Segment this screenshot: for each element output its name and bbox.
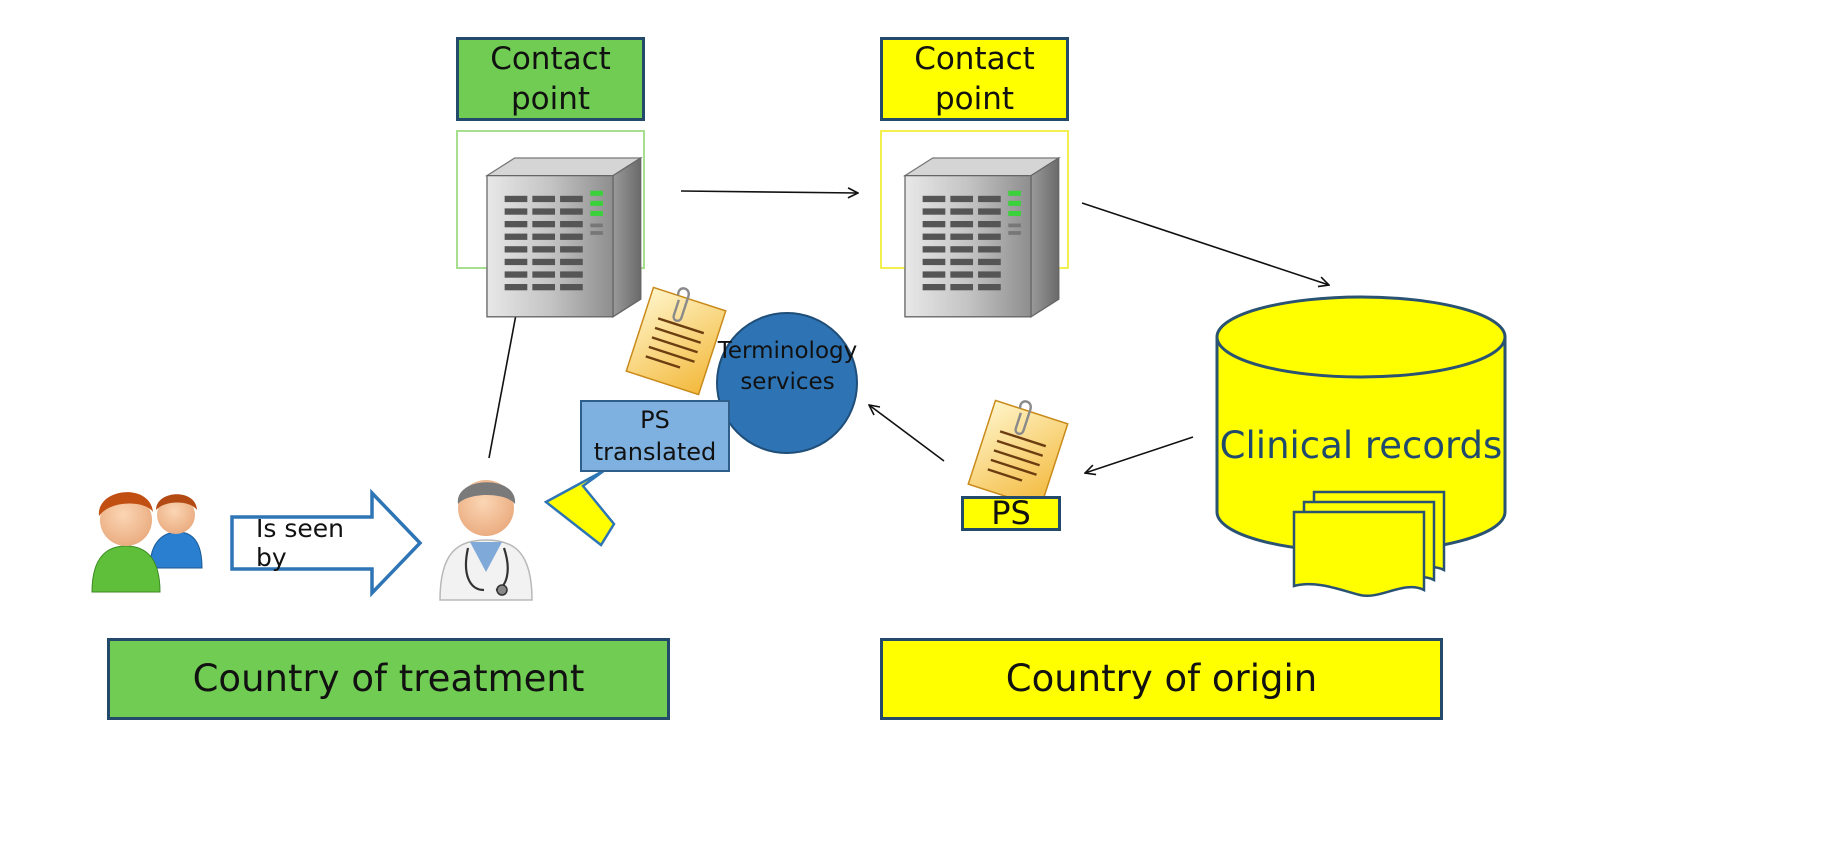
patients-icon	[91, 492, 203, 593]
treatment-contact-point-label: Contact point	[456, 37, 645, 121]
is-seen-by-arrow	[230, 488, 423, 598]
document-icon	[967, 398, 1069, 509]
flow-arrow-ps-to-terminology	[869, 405, 945, 462]
terminology-services-label: Terminology services	[717, 337, 858, 395]
terminology-services-circle	[716, 312, 858, 454]
flow-arrow-treatment-to-origin	[680, 191, 858, 193]
country-of-origin-label: Country of origin	[880, 638, 1443, 720]
is-seen-by-label: Is seen by	[256, 514, 344, 572]
origin-contact-point-label: Contact point	[880, 37, 1069, 121]
clinical-records-label: Clinical records	[1219, 423, 1503, 467]
records-stack-icon	[1292, 490, 1446, 598]
country-of-treatment-label: Country of treatment	[107, 638, 670, 720]
ps-translated-label: PS translated	[580, 400, 730, 472]
flow-arrow-origin-to-records	[1081, 202, 1329, 285]
translated-to-doctor-arrow	[543, 468, 616, 547]
ps-label: PS	[961, 494, 1061, 532]
origin-server-frame	[880, 130, 1069, 269]
treatment-server-frame	[456, 130, 645, 269]
doctor-icon	[439, 480, 533, 601]
flow-arrow-records-to-ps	[1085, 436, 1194, 473]
